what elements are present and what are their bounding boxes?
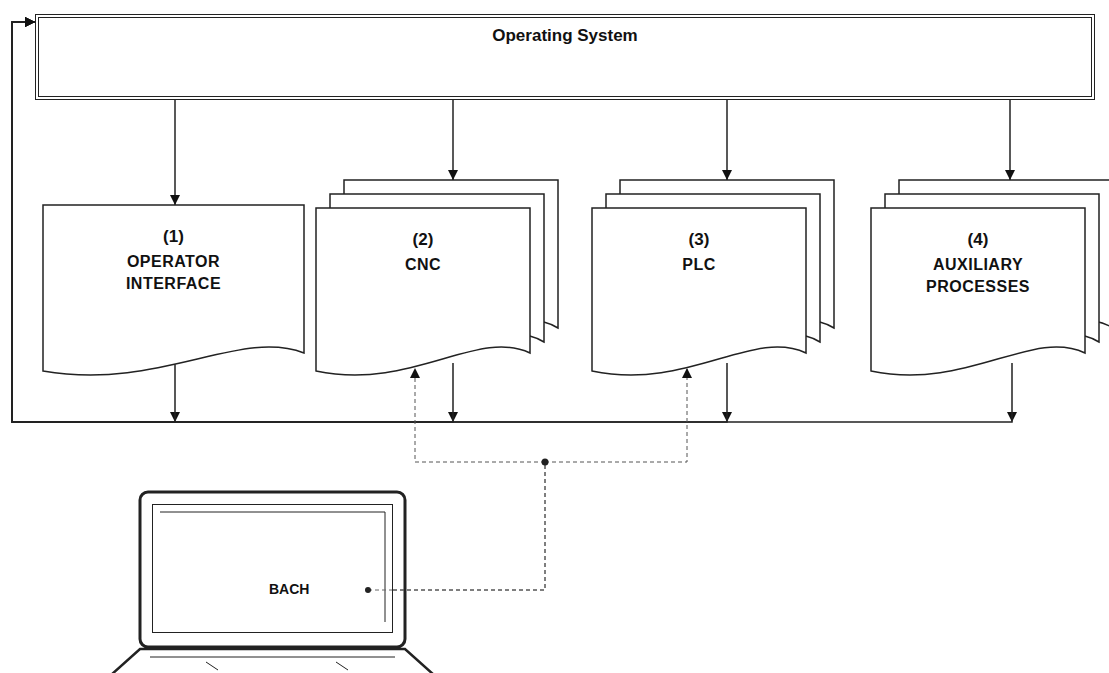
dashed-line — [368, 590, 394, 591]
callout-number: (4) — [968, 230, 989, 250]
process-document: (2) CNC — [316, 208, 530, 383]
keyboard-line — [150, 657, 395, 670]
operating-system-box: Operating System — [35, 14, 1095, 100]
junction-dot — [542, 459, 549, 466]
callout-number: (3) — [689, 230, 710, 250]
process-document: (1) OPERATOR INTERFACE — [43, 205, 304, 383]
flow-arrow — [452, 100, 454, 180]
laptop-base — [111, 649, 434, 673]
laptop — [111, 492, 434, 673]
tool-label: BACH — [269, 581, 309, 597]
dashed-connector — [393, 368, 545, 590]
process-label: AUXILIARY PROCESSES — [913, 254, 1043, 297]
process-document: (3) PLC — [592, 208, 806, 383]
process-label: OPERATOR INTERFACE — [109, 251, 239, 294]
process-document: (4) AUXILIARY PROCESSES — [871, 208, 1085, 383]
flow-arrow — [174, 100, 176, 205]
process-label: CNC — [405, 254, 441, 276]
dashed-connector — [393, 368, 687, 590]
callout-number: (1) — [163, 227, 184, 247]
process-label: PLC — [682, 254, 716, 276]
screen-reflection — [160, 512, 385, 622]
laptop-screen — [140, 492, 405, 647]
bus-arrowheads — [170, 412, 1017, 422]
laptop-screen-box: BACH — [152, 504, 393, 633]
flow-arrow — [1009, 100, 1011, 180]
junction-dot — [365, 587, 371, 593]
flow-arrow — [726, 100, 728, 180]
dashed-stub — [365, 587, 394, 593]
system-label: Operating System — [492, 26, 638, 46]
callout-number: (2) — [413, 230, 434, 250]
